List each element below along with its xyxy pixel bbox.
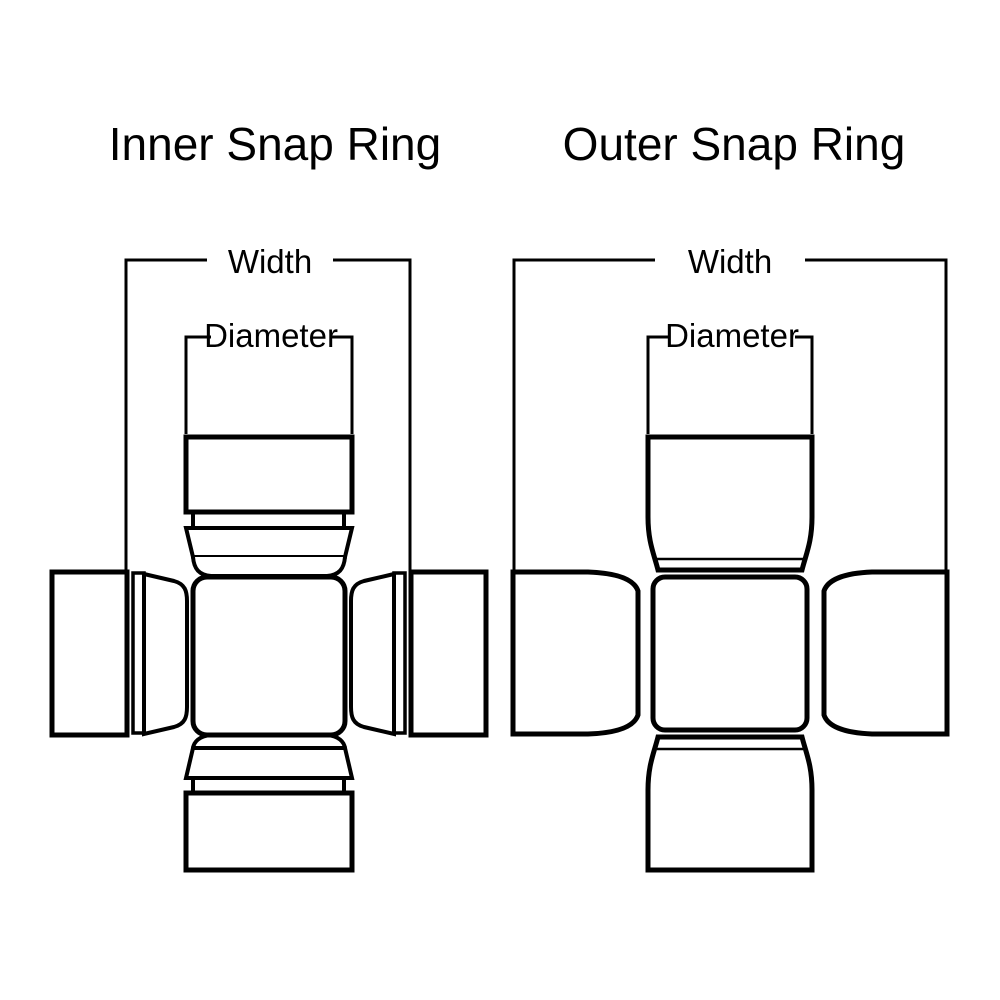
outer-width-bracket [512,258,948,572]
outer-snap-ring-diagram: Outer Snap Ring Width Diameter [510,118,950,873]
inner-top-bearing-cap [183,434,355,578]
outer-right-cap-cup [821,569,950,737]
outer-left-cap-cup [510,569,641,737]
outer-diagram-title: Outer Snap Ring [563,118,906,170]
inner-right-seal-flare [349,571,396,737]
inner-diameter-label: Diameter [204,317,338,354]
inner-bottom-snap-ring [183,746,355,780]
outer-top-bearing-cap [645,434,815,573]
inner-top-seal-flare [191,556,347,578]
inner-cross-body [190,574,348,738]
outer-bottom-cap-cup [645,734,815,873]
outer-width-label: Width [688,243,772,280]
inner-top-cap-cup [183,434,355,515]
inner-bottom-bearing-cap [183,733,355,873]
inner-width-bracket [124,258,412,572]
inner-left-seal-flare [142,571,189,737]
outer-diameter-bracket [646,335,814,434]
inner-diagram-title: Inner Snap Ring [109,118,441,170]
outer-top-cap-cup [645,434,815,573]
inner-right-cap-cup [408,569,489,738]
inner-snap-ring-diagram: Inner Snap Ring Width Diameter [49,118,489,873]
inner-width-label: Width [228,243,312,280]
outer-diameter-label: Diameter [665,317,799,354]
outer-bottom-bearing-cap [645,734,815,873]
inner-diameter-bracket [184,335,354,434]
inner-right-bearing-cap [349,569,489,738]
inner-left-cap-cup [49,569,130,738]
inner-top-groove-sides [191,512,346,528]
inner-bottom-cap-cup [183,790,355,873]
outer-cross-body [650,574,810,733]
inner-top-snap-ring [183,526,355,559]
inner-left-bearing-cap [49,569,189,738]
